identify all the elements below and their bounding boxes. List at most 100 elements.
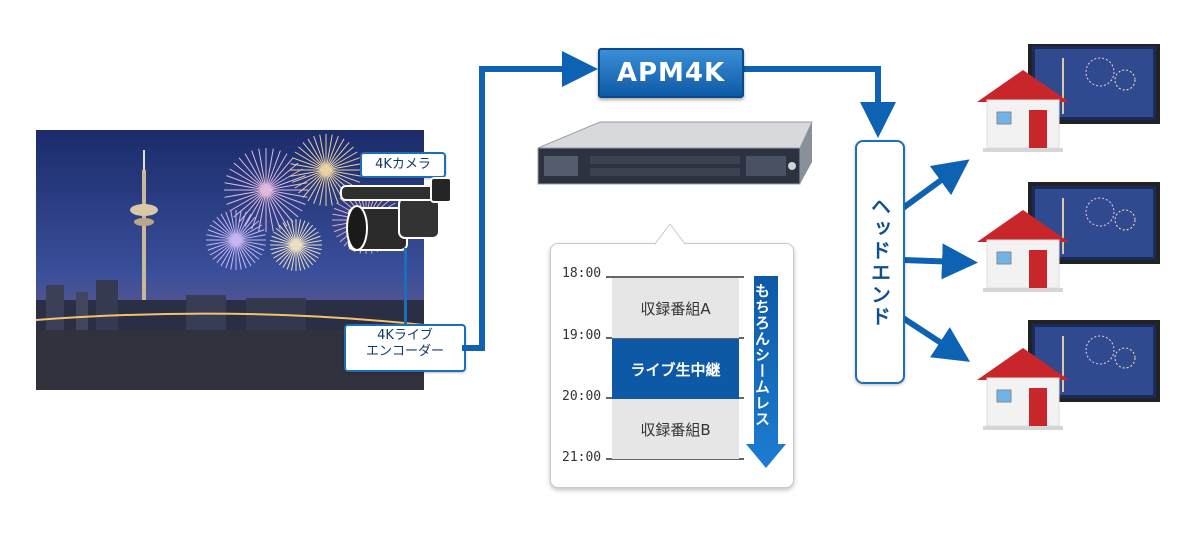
firework-spark bbox=[265, 150, 281, 191]
firework-spark bbox=[278, 244, 297, 266]
firework-spark bbox=[216, 216, 237, 241]
house-roof bbox=[977, 210, 1069, 242]
time-label: 18:00 bbox=[562, 266, 602, 281]
firework-spark bbox=[206, 234, 237, 241]
firework-spark bbox=[265, 189, 294, 223]
firework-spark bbox=[270, 244, 297, 251]
firework-spark bbox=[295, 224, 314, 246]
firework-spark bbox=[235, 239, 260, 260]
firework-spark bbox=[207, 229, 237, 241]
firework-spark bbox=[294, 169, 327, 189]
firework-spark bbox=[313, 136, 327, 171]
firework-spark bbox=[258, 189, 267, 232]
firework-spark bbox=[235, 213, 252, 241]
firework-spark bbox=[295, 239, 322, 246]
firework-spark bbox=[325, 138, 345, 171]
firework-spark bbox=[325, 169, 362, 177]
firework-spark bbox=[313, 169, 327, 204]
house-with-tv-2 bbox=[977, 182, 1160, 292]
house-with-tv-3 bbox=[977, 320, 1160, 430]
firework-spark bbox=[302, 142, 327, 171]
firework-spark bbox=[226, 189, 267, 205]
headend-label: ヘッドエンド bbox=[867, 196, 892, 328]
firework-spark bbox=[235, 239, 242, 270]
firework-spark bbox=[212, 239, 237, 260]
firework-spark bbox=[271, 244, 297, 255]
firework-spark bbox=[319, 134, 327, 171]
firework-spark bbox=[325, 151, 358, 171]
firework-spark bbox=[295, 244, 302, 271]
firework-spark bbox=[265, 168, 303, 191]
firework-spark bbox=[216, 239, 237, 264]
callout-pointer bbox=[655, 224, 685, 245]
firework-spark bbox=[235, 239, 252, 267]
house-door bbox=[1029, 388, 1047, 426]
house-roof bbox=[977, 348, 1069, 380]
time-label: 20:00 bbox=[562, 389, 602, 404]
arrow-encoder-to-apm bbox=[462, 51, 598, 351]
seamless-text: もちろんシームレス bbox=[753, 283, 771, 427]
house-door bbox=[1029, 250, 1047, 288]
arrow-headend-to-house-1 bbox=[901, 159, 970, 211]
firework-spark bbox=[295, 235, 321, 246]
firework-spark bbox=[235, 229, 265, 241]
program-block-live: ライブ生中継 bbox=[612, 339, 739, 399]
headend-box: ヘッドエンド bbox=[855, 140, 905, 384]
firework-spark bbox=[270, 239, 297, 246]
firework-spark bbox=[265, 189, 303, 212]
firework-spark bbox=[235, 239, 266, 246]
timeline-divider bbox=[606, 276, 744, 278]
firework-spark bbox=[235, 239, 256, 264]
firework-spark bbox=[290, 244, 297, 271]
firework-spark bbox=[295, 227, 317, 246]
camera-label: 4Kカメラ bbox=[360, 152, 446, 178]
encoder-label-line2: エンコーダー bbox=[365, 344, 444, 359]
firework-spark bbox=[212, 220, 237, 241]
firework-spark bbox=[225, 211, 237, 241]
firework-spark bbox=[238, 189, 267, 223]
house-window bbox=[996, 251, 1012, 265]
houses-with-tv bbox=[977, 44, 1160, 430]
firework-spark bbox=[325, 169, 333, 206]
arrow-headend-to-house-2 bbox=[902, 243, 978, 280]
firework-spark bbox=[295, 244, 306, 270]
firework-spark bbox=[295, 244, 322, 251]
seamless-down-arrow bbox=[746, 276, 786, 468]
firework-spark bbox=[298, 169, 327, 194]
firework-spark bbox=[224, 182, 267, 191]
firework-spark bbox=[235, 239, 263, 256]
firework-spark bbox=[265, 148, 274, 191]
firework-spark bbox=[295, 244, 321, 255]
firework-spark bbox=[295, 244, 317, 263]
firework-spark bbox=[207, 239, 237, 251]
firework-spark bbox=[325, 142, 350, 171]
firework-spark bbox=[229, 189, 267, 212]
firework-spark bbox=[295, 222, 310, 246]
firework-spark bbox=[290, 219, 297, 246]
firework-spark bbox=[295, 219, 302, 246]
firework-spark bbox=[282, 222, 297, 246]
firework-spark bbox=[325, 163, 362, 171]
firework-spark bbox=[265, 175, 306, 191]
firework-spark bbox=[295, 244, 314, 266]
firework-spark bbox=[295, 244, 319, 259]
firework-spark bbox=[244, 153, 267, 191]
program-block-b: 収録番組B bbox=[612, 399, 739, 459]
firework-spark bbox=[235, 220, 260, 241]
house-with-tv-1 bbox=[977, 44, 1160, 152]
firework-spark bbox=[282, 244, 297, 268]
time-label: 21:00 bbox=[562, 450, 602, 465]
firework-spark bbox=[206, 239, 237, 246]
firework-spark bbox=[229, 168, 267, 191]
encoder-label: 4Kライブ エンコーダー bbox=[344, 324, 466, 372]
firework-spark bbox=[265, 189, 274, 232]
firework-spark bbox=[325, 157, 360, 171]
firework-spark bbox=[230, 210, 237, 241]
firework-spark bbox=[233, 162, 267, 191]
program-block-a: 収録番組A bbox=[612, 278, 739, 338]
firework-spark bbox=[265, 157, 294, 191]
firework-spark bbox=[265, 189, 288, 227]
firework-spark bbox=[265, 189, 281, 230]
firework-spark bbox=[235, 239, 265, 251]
firework-spark bbox=[235, 211, 247, 241]
